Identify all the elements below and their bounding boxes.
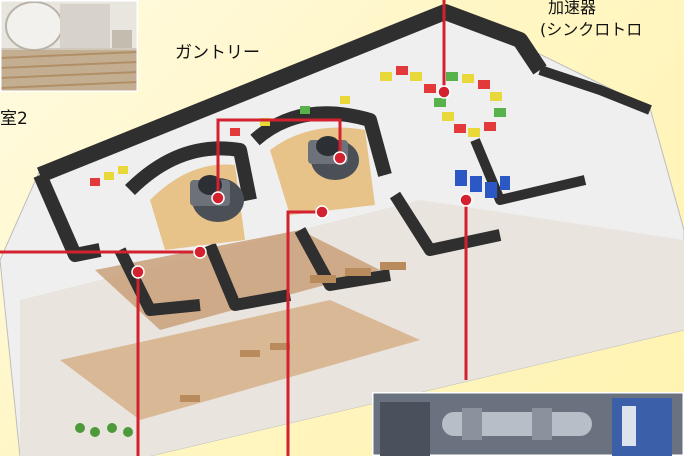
callout-dot-left xyxy=(193,245,207,259)
treatment-room-photo xyxy=(0,0,138,92)
callout-dot-accelerator xyxy=(437,85,451,99)
synchrotron-ring xyxy=(380,66,506,137)
callout-dot-bottom xyxy=(315,205,329,219)
callout-dot-linac xyxy=(459,193,473,207)
gantry-label: ガントリー xyxy=(175,43,260,63)
linac-photo xyxy=(372,392,684,456)
shielding-walls xyxy=(33,4,652,316)
callout-dot-gantry-1 xyxy=(211,191,225,205)
callout-dot-room xyxy=(131,265,145,279)
office-furniture xyxy=(180,262,406,402)
lobby-floor xyxy=(60,300,420,420)
accelerator-sublabel: (シンクロトロ xyxy=(540,20,643,39)
callout-gantry xyxy=(216,118,342,198)
callout-bottom-line xyxy=(286,210,322,456)
callout-dot-gantry-2 xyxy=(333,151,347,165)
beam-transport-line xyxy=(90,96,350,186)
room-label: 室2 xyxy=(0,109,28,129)
linac-blue-units xyxy=(455,170,510,198)
accelerator-label: 加速器 xyxy=(548,0,597,17)
plants xyxy=(75,423,133,437)
